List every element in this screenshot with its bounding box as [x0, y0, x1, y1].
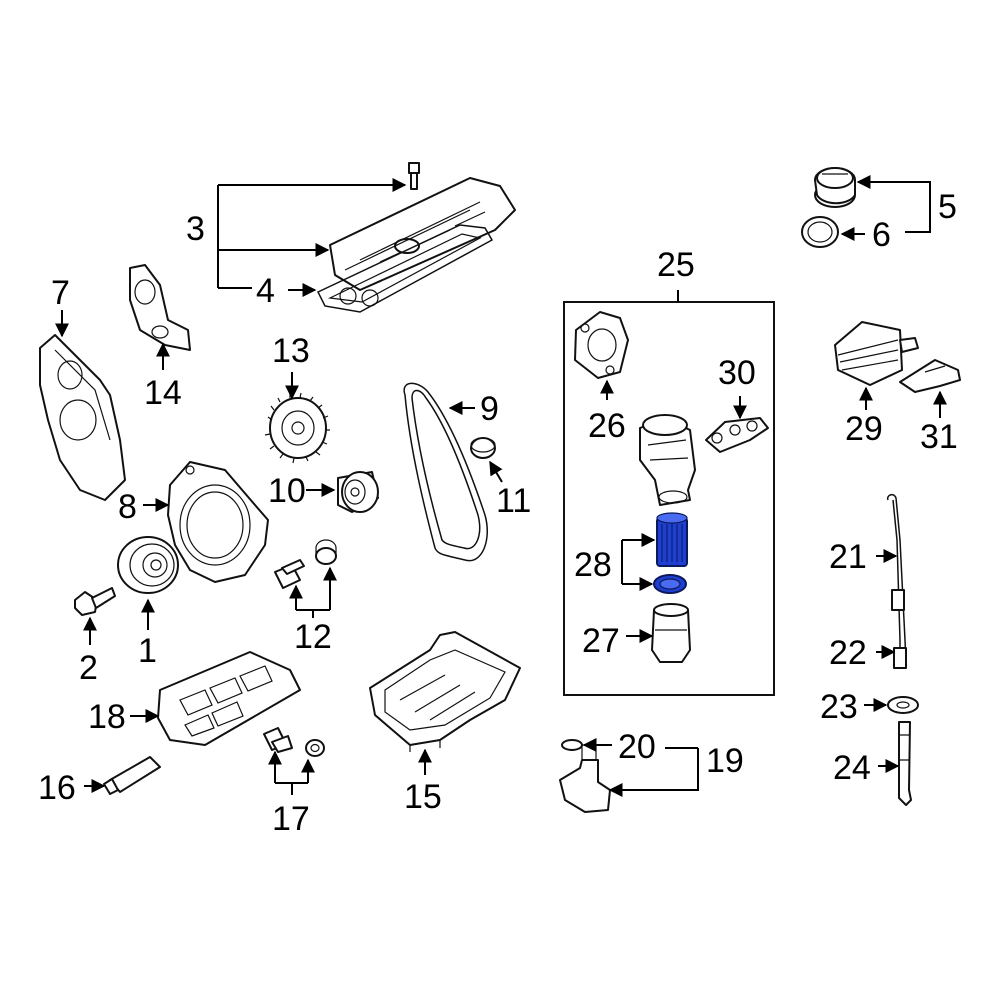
callout-2: 2: [79, 649, 98, 687]
sealant-tube-part[interactable]: [103, 756, 161, 795]
filter-cap-part[interactable]: [651, 603, 691, 663]
crankshaft-pulley-part[interactable]: [117, 536, 179, 594]
oil-pan-part[interactable]: [369, 631, 521, 752]
callout-8: 8: [118, 488, 137, 526]
valve-cover-bolt-part[interactable]: [408, 162, 420, 190]
callout-22: 22: [829, 634, 867, 672]
cap-seal-part[interactable]: [801, 216, 839, 248]
tensioner-roller-part[interactable]: [470, 437, 496, 459]
dipstick-tube-part[interactable]: [886, 493, 907, 669]
callout-16: 16: [38, 769, 76, 807]
oil-level-sensor-part[interactable]: [559, 744, 611, 813]
callout-15: 15: [404, 778, 442, 816]
drain-plug-part[interactable]: [263, 727, 293, 753]
callout-20: 20: [618, 728, 656, 766]
leader-lines: [55, 175, 947, 797]
timing-belt-part[interactable]: [403, 382, 489, 562]
callout-14: 14: [144, 374, 182, 412]
bedplate-gasket-part[interactable]: [157, 651, 301, 746]
callout-10: 10: [268, 472, 306, 510]
upper-timing-cover-part[interactable]: [129, 264, 191, 351]
housing-seal-part[interactable]: [705, 417, 769, 453]
callout-26: 26: [588, 407, 626, 445]
callout-labels: 1 2 3 4 5 6 7 8 9 10 11 12 13 14 15 16 1…: [38, 188, 958, 838]
dipstick-seal-part[interactable]: [887, 696, 919, 714]
callout-9: 9: [480, 390, 499, 428]
camshaft-sprocket-part[interactable]: [264, 392, 330, 464]
engine-cover-plate-part[interactable]: [167, 461, 269, 583]
callout-31: 31: [920, 418, 958, 456]
callout-1: 1: [138, 632, 157, 670]
cooler-bracket-part[interactable]: [899, 359, 961, 393]
callout-4: 4: [256, 272, 275, 310]
callout-11: 11: [496, 482, 531, 520]
callout-21: 21: [829, 538, 867, 576]
drain-plug-washer-part[interactable]: [305, 739, 325, 757]
valve-cover-part[interactable]: [329, 177, 516, 291]
idler-pulley-part[interactable]: [337, 471, 379, 513]
callout-12: 12: [294, 618, 332, 656]
callout-27: 27: [582, 622, 620, 660]
sensor-o-ring-part[interactable]: [561, 739, 583, 751]
callout-18: 18: [88, 698, 126, 736]
callout-25: 25: [657, 246, 695, 284]
callout-17: 17: [272, 800, 310, 838]
filter-o-ring-part[interactable]: [653, 574, 687, 594]
callout-23: 23: [820, 688, 858, 726]
tensioner-bushing-part[interactable]: [315, 539, 337, 565]
callout-7: 7: [51, 274, 70, 312]
callout-24: 24: [833, 749, 871, 787]
callout-13: 13: [272, 332, 310, 370]
oil-filler-cap-part[interactable]: [814, 167, 856, 208]
oil-filter-housing-part[interactable]: [639, 414, 696, 506]
timing-cover-part[interactable]: [39, 334, 126, 501]
oil-cooler-part[interactable]: [834, 321, 919, 386]
pulley-bolt-part[interactable]: [74, 587, 116, 616]
callout-3: 3: [186, 210, 205, 248]
callout-5: 5: [938, 188, 957, 226]
valve-cover-gasket-part[interactable]: [316, 224, 494, 313]
filter-housing-gasket-part[interactable]: [574, 311, 629, 379]
filter-housing-group-box: [563, 301, 775, 696]
callout-29: 29: [845, 410, 883, 448]
tensioner-bolt-part[interactable]: [274, 559, 305, 589]
oil-filter-element-part[interactable]: [656, 512, 688, 567]
callout-19: 19: [706, 742, 744, 780]
dipstick-part[interactable]: [898, 721, 912, 806]
callout-30: 30: [718, 354, 756, 392]
callout-28: 28: [574, 546, 612, 584]
callout-6: 6: [872, 216, 891, 254]
